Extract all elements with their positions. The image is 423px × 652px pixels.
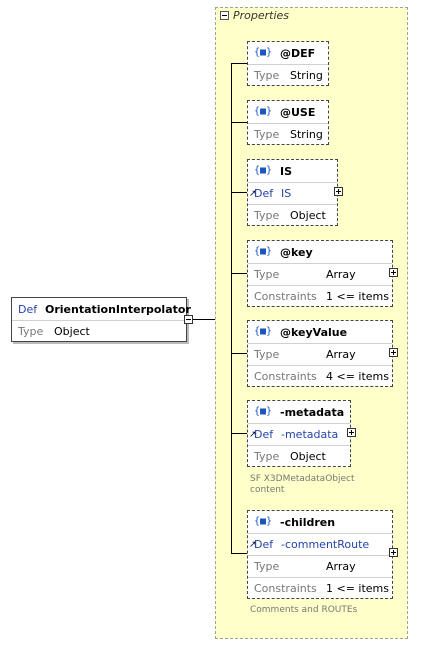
attr-keyvalue-type-label: Type bbox=[254, 348, 280, 361]
element-children-def: -commentRoute bbox=[281, 538, 370, 551]
attr-keyvalue[interactable]: {■} @keyValue Type Array Constraints 4 <… bbox=[247, 320, 393, 387]
element-is-expand-icon[interactable] bbox=[334, 187, 343, 196]
properties-collapse-icon[interactable] bbox=[220, 11, 229, 20]
element-metadata-expand-icon[interactable] bbox=[347, 428, 356, 437]
root-type: Object bbox=[54, 325, 90, 338]
element-children-expand-icon[interactable] bbox=[389, 548, 398, 557]
key-connector bbox=[231, 273, 248, 274]
use-connector bbox=[231, 122, 248, 123]
reference-arrow-icon: ↗ bbox=[249, 430, 257, 440]
element-metadata-name: -metadata bbox=[280, 406, 345, 419]
properties-spine bbox=[231, 63, 232, 553]
element-metadata-type-label: Type bbox=[254, 450, 280, 463]
element-children-constraints-label: Constraints bbox=[254, 582, 317, 595]
attr-use-separator bbox=[248, 123, 328, 124]
element-metadata[interactable]: {■} -metadata ↗ Def -metadata Type Objec… bbox=[247, 400, 351, 467]
element-metadata-type: Object bbox=[290, 450, 326, 463]
root-name: OrientationInterpolator bbox=[45, 303, 191, 316]
element-is-type-label: Type bbox=[254, 209, 280, 222]
attribute-icon: {■} bbox=[254, 326, 273, 337]
reference-arrow-icon: ↗ bbox=[249, 540, 257, 550]
element-is[interactable]: {■} IS ↗ Def IS Type Object bbox=[247, 159, 338, 226]
element-children-def-label: Def bbox=[254, 538, 274, 551]
element-children-separator-2 bbox=[248, 555, 392, 556]
attr-keyvalue-type: Array bbox=[326, 348, 356, 361]
attr-use-type-label: Type bbox=[254, 128, 280, 141]
attr-def-type-label: Type bbox=[254, 69, 280, 82]
attr-def-separator bbox=[248, 64, 328, 65]
attr-key-separator-2 bbox=[248, 285, 392, 286]
children-note: Comments and ROUTEs bbox=[250, 605, 358, 615]
element-metadata-def: -metadata bbox=[281, 428, 339, 441]
attr-key-type-label: Type bbox=[254, 268, 280, 281]
attr-keyvalue-constraints-label: Constraints bbox=[254, 370, 317, 383]
element-children[interactable]: {■} -children ↗ Def -commentRoute Type A… bbox=[247, 510, 393, 599]
metadata-note-line1: SF X3DMetadataObject bbox=[250, 474, 355, 484]
reference-arrow-icon: ↗ bbox=[249, 189, 257, 199]
attr-key-expand-icon[interactable] bbox=[389, 268, 398, 277]
element-is-separator-2 bbox=[248, 204, 337, 205]
attr-key-name: @key bbox=[280, 246, 313, 259]
element-children-name: -children bbox=[280, 516, 336, 529]
attribute-icon: {■} bbox=[254, 47, 273, 58]
element-metadata-def-label: Def bbox=[254, 428, 274, 441]
element-is-type: Object bbox=[290, 209, 326, 222]
element-is-name: IS bbox=[280, 165, 293, 178]
attr-use-type: String bbox=[290, 128, 323, 141]
attribute-icon: {■} bbox=[254, 106, 273, 117]
root-node[interactable]: Def OrientationInterpolator Type Object bbox=[11, 297, 191, 342]
attr-key-constraints-label: Constraints bbox=[254, 290, 317, 303]
element-children-constraints: 1 <= items bbox=[326, 582, 390, 595]
element-children-separator-3 bbox=[248, 577, 392, 578]
attribute-icon: {■} bbox=[254, 406, 273, 417]
element-is-separator bbox=[248, 182, 337, 183]
attr-def[interactable]: {■} @DEF Type String bbox=[247, 41, 329, 86]
attr-keyvalue-separator bbox=[248, 343, 392, 344]
root-connector bbox=[193, 319, 231, 320]
attr-use-name: @USE bbox=[280, 106, 316, 119]
element-is-def-label: Def bbox=[254, 187, 274, 200]
def-connector bbox=[231, 63, 248, 64]
properties-title: Properties bbox=[233, 9, 290, 22]
root-collapse-icon[interactable] bbox=[184, 315, 193, 324]
attr-keyvalue-constraints: 4 <= items bbox=[326, 370, 390, 383]
metadata-connector bbox=[231, 433, 248, 434]
keyvalue-connector bbox=[231, 353, 248, 354]
attr-keyvalue-separator-2 bbox=[248, 365, 392, 366]
element-children-separator bbox=[248, 533, 392, 534]
metadata-note-line2: content bbox=[250, 485, 285, 495]
attr-key-constraints: 1 <= items bbox=[326, 290, 390, 303]
element-metadata-separator-2 bbox=[248, 445, 350, 446]
children-connector bbox=[231, 553, 248, 554]
attr-use[interactable]: {■} @USE Type String bbox=[247, 100, 329, 145]
element-children-type-label: Type bbox=[254, 560, 280, 573]
attr-key-type: Array bbox=[326, 268, 356, 281]
is-connector bbox=[231, 192, 248, 193]
root-type-label: Type bbox=[18, 325, 44, 338]
attribute-icon: {■} bbox=[254, 165, 273, 176]
attr-keyvalue-expand-icon[interactable] bbox=[389, 348, 398, 357]
attr-def-name: @DEF bbox=[280, 47, 316, 60]
element-metadata-separator bbox=[248, 423, 350, 424]
attr-def-type: String bbox=[290, 69, 323, 82]
attribute-icon: {■} bbox=[254, 246, 273, 257]
element-is-def: IS bbox=[281, 187, 292, 200]
attribute-icon: {■} bbox=[254, 516, 273, 527]
root-def-label: Def bbox=[18, 303, 38, 316]
attr-key-separator bbox=[248, 263, 392, 264]
root-separator bbox=[12, 320, 186, 321]
attr-keyvalue-name: @keyValue bbox=[280, 326, 348, 339]
element-children-type: Array bbox=[326, 560, 356, 573]
attr-key[interactable]: {■} @key Type Array Constraints 1 <= ite… bbox=[247, 240, 393, 307]
